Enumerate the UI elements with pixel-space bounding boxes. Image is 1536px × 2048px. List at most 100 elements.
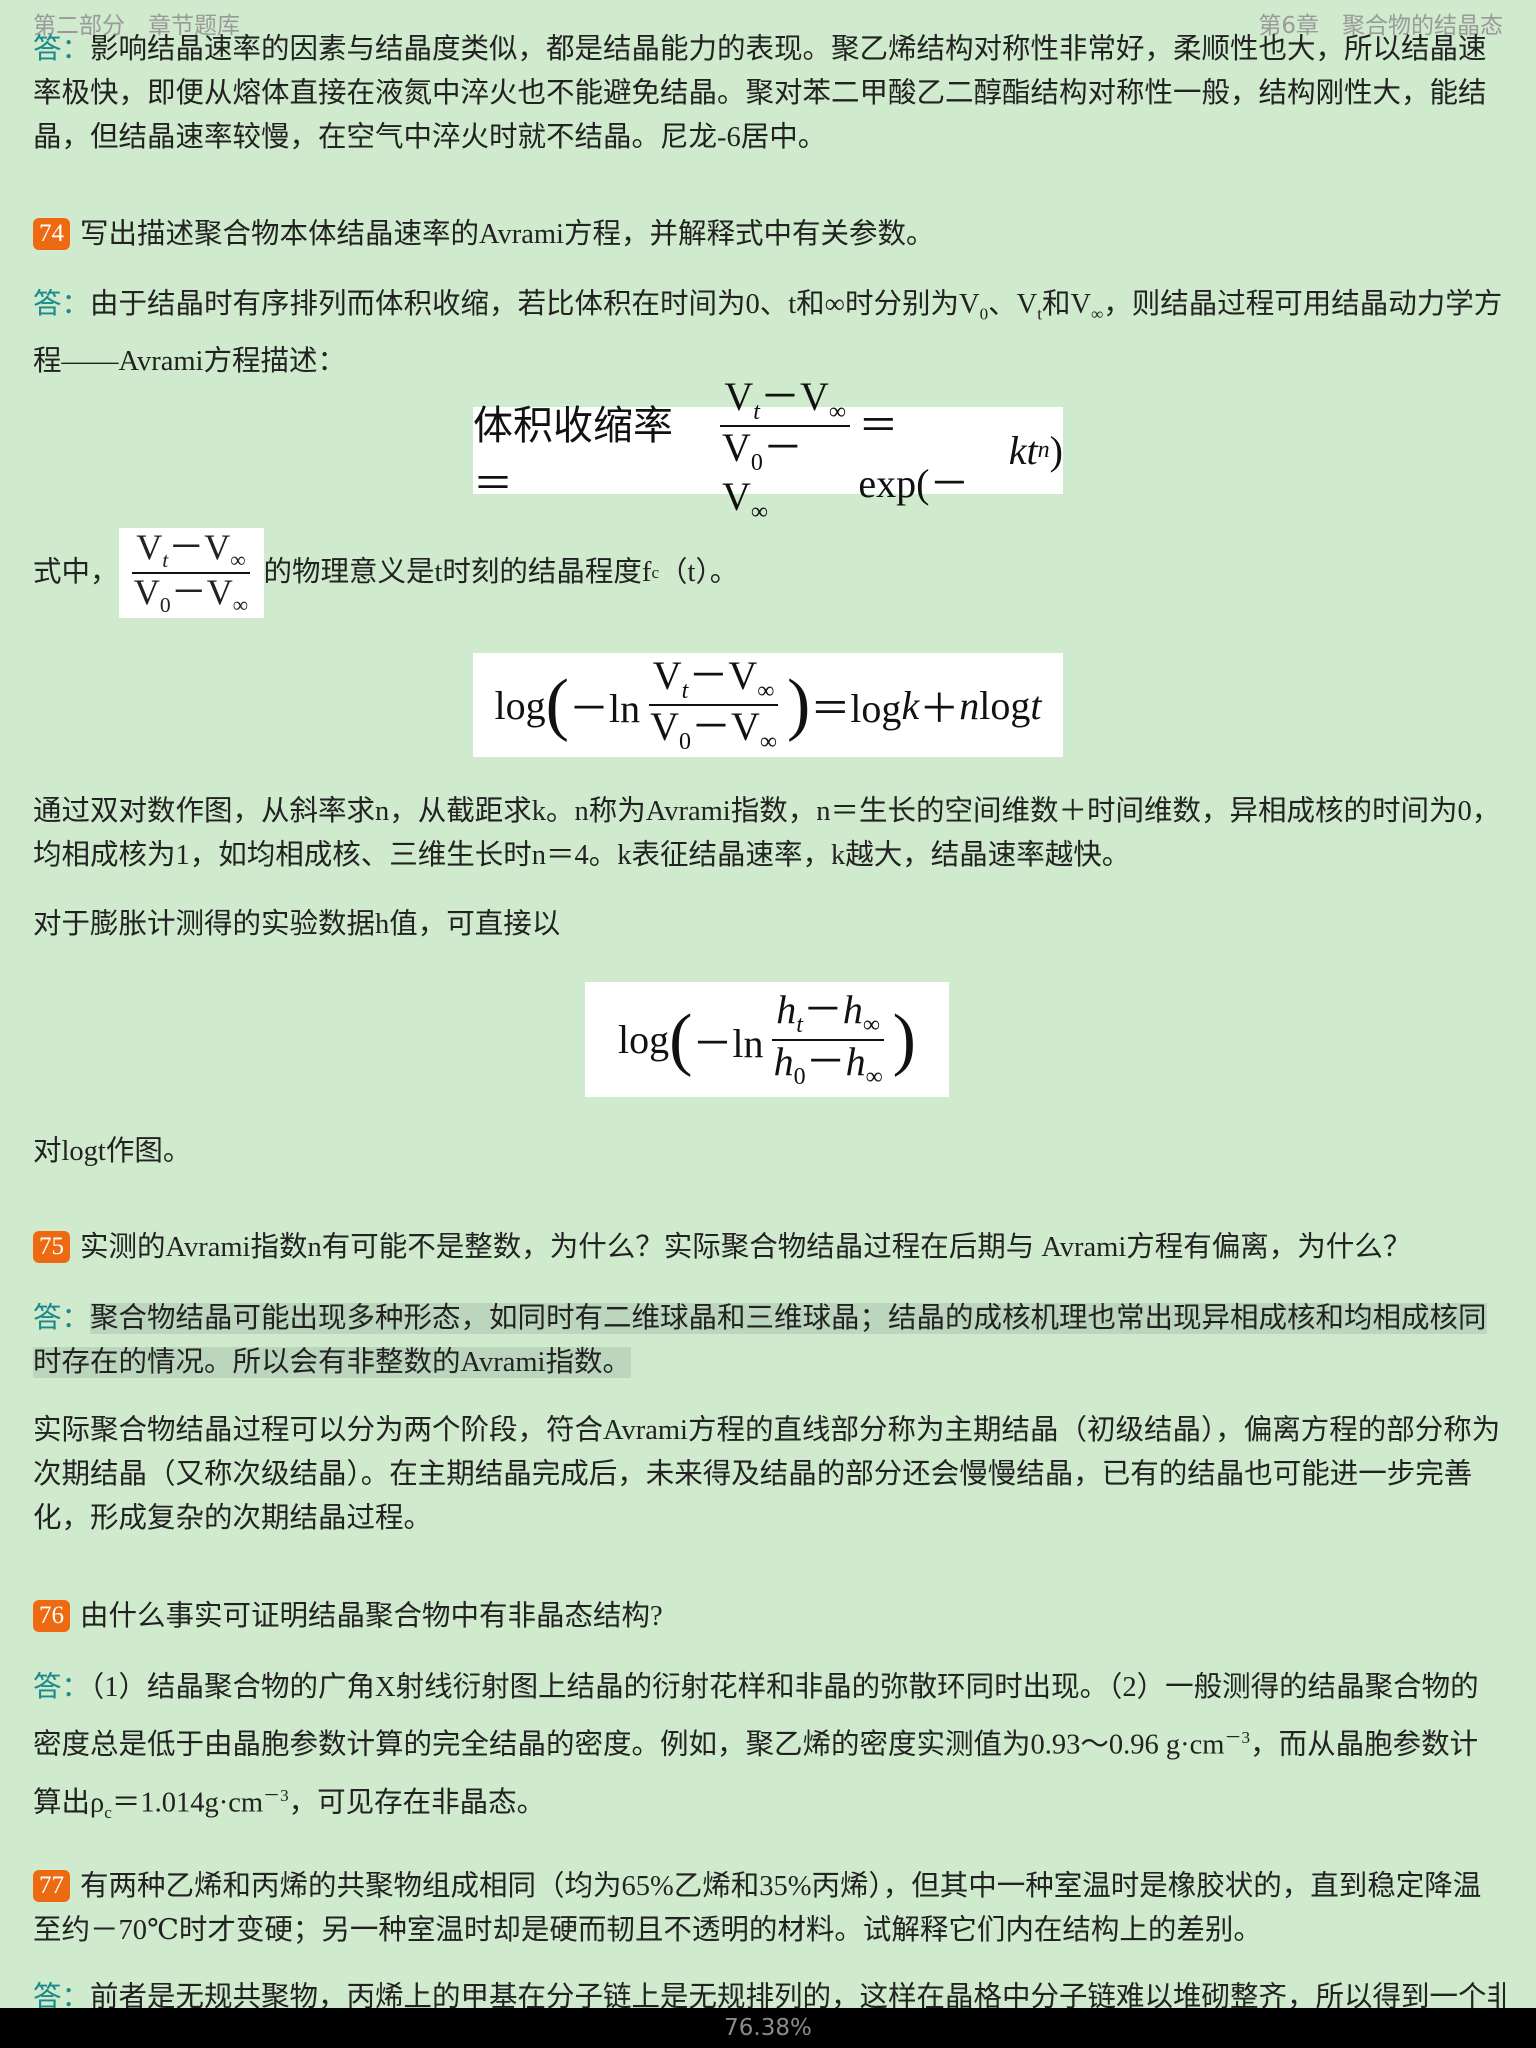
minus-v: －V xyxy=(170,572,233,612)
question-text: 由什么事实可证明结晶聚合物中有非晶态结构? xyxy=(80,1601,663,1632)
superscript: －3 xyxy=(263,1785,289,1805)
formula-dilatometer: log(－ln ht－h∞ h0－h∞ ) xyxy=(585,982,949,1097)
ln: －ln xyxy=(692,1020,764,1066)
log: log xyxy=(618,1017,670,1062)
paragraph-avrami-index: 通过双对数作图，从斜率求n，从截距求k。n称为Avrami指数，n＝生长的空间维… xyxy=(33,796,1501,871)
answer-76: 答：（1）结晶聚合物的广角X射线衍射图上结晶的衍射花样和非晶的弥散环同时出现。（… xyxy=(33,1663,1505,1838)
answer-label: 答： xyxy=(33,1303,91,1334)
header-chapter: 第6章 聚合物的结晶态 xyxy=(1258,13,1503,39)
answer-text: ，则结晶过程可用结晶动力学方程——Avrami方程描述： xyxy=(33,289,1503,377)
fraction: Vt－V∞ V0－V∞ xyxy=(646,652,781,755)
h: h xyxy=(776,987,797,1033)
answer-label: 答： xyxy=(33,289,91,320)
h: h xyxy=(773,1038,794,1084)
t: t xyxy=(796,1012,803,1039)
paragraph-plot: 对logt作图。 xyxy=(33,1136,192,1167)
question-number-badge: 77 xyxy=(33,1870,70,1902)
minus-v: －V xyxy=(688,652,758,698)
zero: 0 xyxy=(750,449,763,476)
reading-progress: 76.38% xyxy=(724,2015,812,2041)
t: t xyxy=(162,548,169,573)
answer-75: 答：聚合物结晶可能出现多种形态，如同时有二维球晶和三维球晶；结晶的成核机理也常出… xyxy=(33,1297,1505,1385)
question-74: 74 写出描述聚合物本体结晶速率的Avrami方程，并解释式中有关参数。 xyxy=(33,213,1505,257)
fraction: Vt－V∞ V0－V∞ xyxy=(718,373,852,526)
formula-lhs: 体积收缩率＝ xyxy=(473,402,673,506)
inf: ∞ xyxy=(230,548,246,573)
kt: kt xyxy=(1008,428,1038,473)
inf: ∞ xyxy=(232,593,249,618)
v: V xyxy=(724,373,754,419)
ln: －ln xyxy=(568,686,641,731)
minus-v: －V xyxy=(722,424,803,520)
n: n xyxy=(1037,437,1050,463)
rhs: ＝log xyxy=(810,686,902,731)
k: k xyxy=(901,682,920,728)
close-paren: ) xyxy=(1049,428,1063,473)
fraction: ht－h∞ h0－h∞ xyxy=(770,989,887,1089)
paragraph-secondary-crystallization: 实际聚合物结晶过程可以分为两个阶段，符合Avrami方程的直线部分称为主期结晶（… xyxy=(33,1415,1501,1534)
subscript: t xyxy=(1037,304,1042,324)
plus: ＋ xyxy=(919,686,960,731)
h: h xyxy=(845,1038,866,1084)
v: V xyxy=(136,527,163,568)
answer-text: 影响结晶速率的因素与结晶度类似，都是结晶能力的表现。聚乙烯结构对称性非常好，柔顺… xyxy=(33,34,1487,153)
answer-text: 前者是无规共聚物，丙烯上的甲基在分子链上是无规排列的，这样在晶格中分子链难以堆砌… xyxy=(90,1982,1505,2013)
inf: ∞ xyxy=(862,1012,880,1039)
inline-fraction: Vt－V∞ V0－V∞ xyxy=(118,527,264,618)
answer-text: ＝1.014g·cm xyxy=(111,1787,264,1818)
answer-label: 答： xyxy=(33,34,91,65)
inf: ∞ xyxy=(828,398,846,425)
h: h xyxy=(842,987,863,1033)
answer-label: 答： xyxy=(33,1982,91,2013)
t: t xyxy=(1030,682,1042,728)
minus: － xyxy=(802,987,843,1033)
minus-v: －V xyxy=(168,527,231,568)
question-text: 写出描述聚合物本体结晶速率的Avrami方程，并解释式中有关参数。 xyxy=(80,219,935,250)
reading-progress-bar: 76.38% xyxy=(0,2008,1536,2048)
t: t xyxy=(753,398,760,425)
paragraph-dilatometer: 对于膨胀计测得的实验数据h值，可直接以 xyxy=(33,909,561,940)
inf: ∞ xyxy=(865,1063,883,1090)
text: （t）。 xyxy=(659,557,739,588)
answer-text: 和V xyxy=(1041,289,1092,320)
v: V xyxy=(652,652,682,698)
question-number-badge: 74 xyxy=(33,218,70,250)
v: V xyxy=(650,704,679,749)
minus: － xyxy=(805,1038,846,1084)
v: V xyxy=(722,424,751,470)
answer-text: ，可见存在非晶态。 xyxy=(288,1787,546,1818)
superscript: －3 xyxy=(1224,1728,1251,1747)
prev-answer: 答：影响结晶速率的因素与结晶度类似，都是结晶能力的表现。聚乙烯结构对称性非常好，… xyxy=(33,28,1505,160)
answer-text: 、V xyxy=(988,289,1038,320)
minus-v: －V xyxy=(691,704,760,749)
log: log xyxy=(979,682,1031,728)
answer-77: 答：前者是无规共聚物，丙烯上的甲基在分子链上是无规排列的，这样在晶格中分子链难以… xyxy=(33,1976,1505,2020)
subscript: c xyxy=(104,1802,112,1822)
question-text: 有两种乙烯和丙烯的共聚物组成相同（均为65%乙烯和35%丙烯），但其中一种室温时… xyxy=(33,1871,1482,1946)
answer-text: ，而从晶胞参数计算出ρ xyxy=(33,1729,1479,1819)
zero: 0 xyxy=(679,729,691,755)
inf: ∞ xyxy=(759,729,777,755)
highlighted-answer-text[interactable]: 聚合物结晶可能出现多种形态，如同时有二维球晶和三维球晶；结晶的成核机理也常出现异… xyxy=(33,1303,1487,1378)
log: log xyxy=(494,682,546,728)
inf: ∞ xyxy=(757,677,775,704)
t: t xyxy=(681,677,689,704)
question-number-badge: 75 xyxy=(33,1231,70,1263)
answer-label: 答： xyxy=(33,1672,91,1703)
subscript: ∞ xyxy=(1091,304,1104,324)
inf: ∞ xyxy=(750,499,769,526)
text: 式中， xyxy=(33,557,119,588)
answer-74: 答：由于结晶时有序排列而体积收缩，若比体积在时间为0、t和∞时分别为V0、Vt和… xyxy=(33,281,1505,385)
v: V xyxy=(133,572,160,612)
header-section: 第二部分 章节题库 xyxy=(33,13,240,39)
zero: 0 xyxy=(793,1063,806,1090)
answer-text: 由于结晶时有序排列而体积收缩，若比体积在时间为0、t和∞时分别为V xyxy=(90,289,980,320)
subscript: c xyxy=(651,563,660,582)
zero: 0 xyxy=(159,593,171,618)
